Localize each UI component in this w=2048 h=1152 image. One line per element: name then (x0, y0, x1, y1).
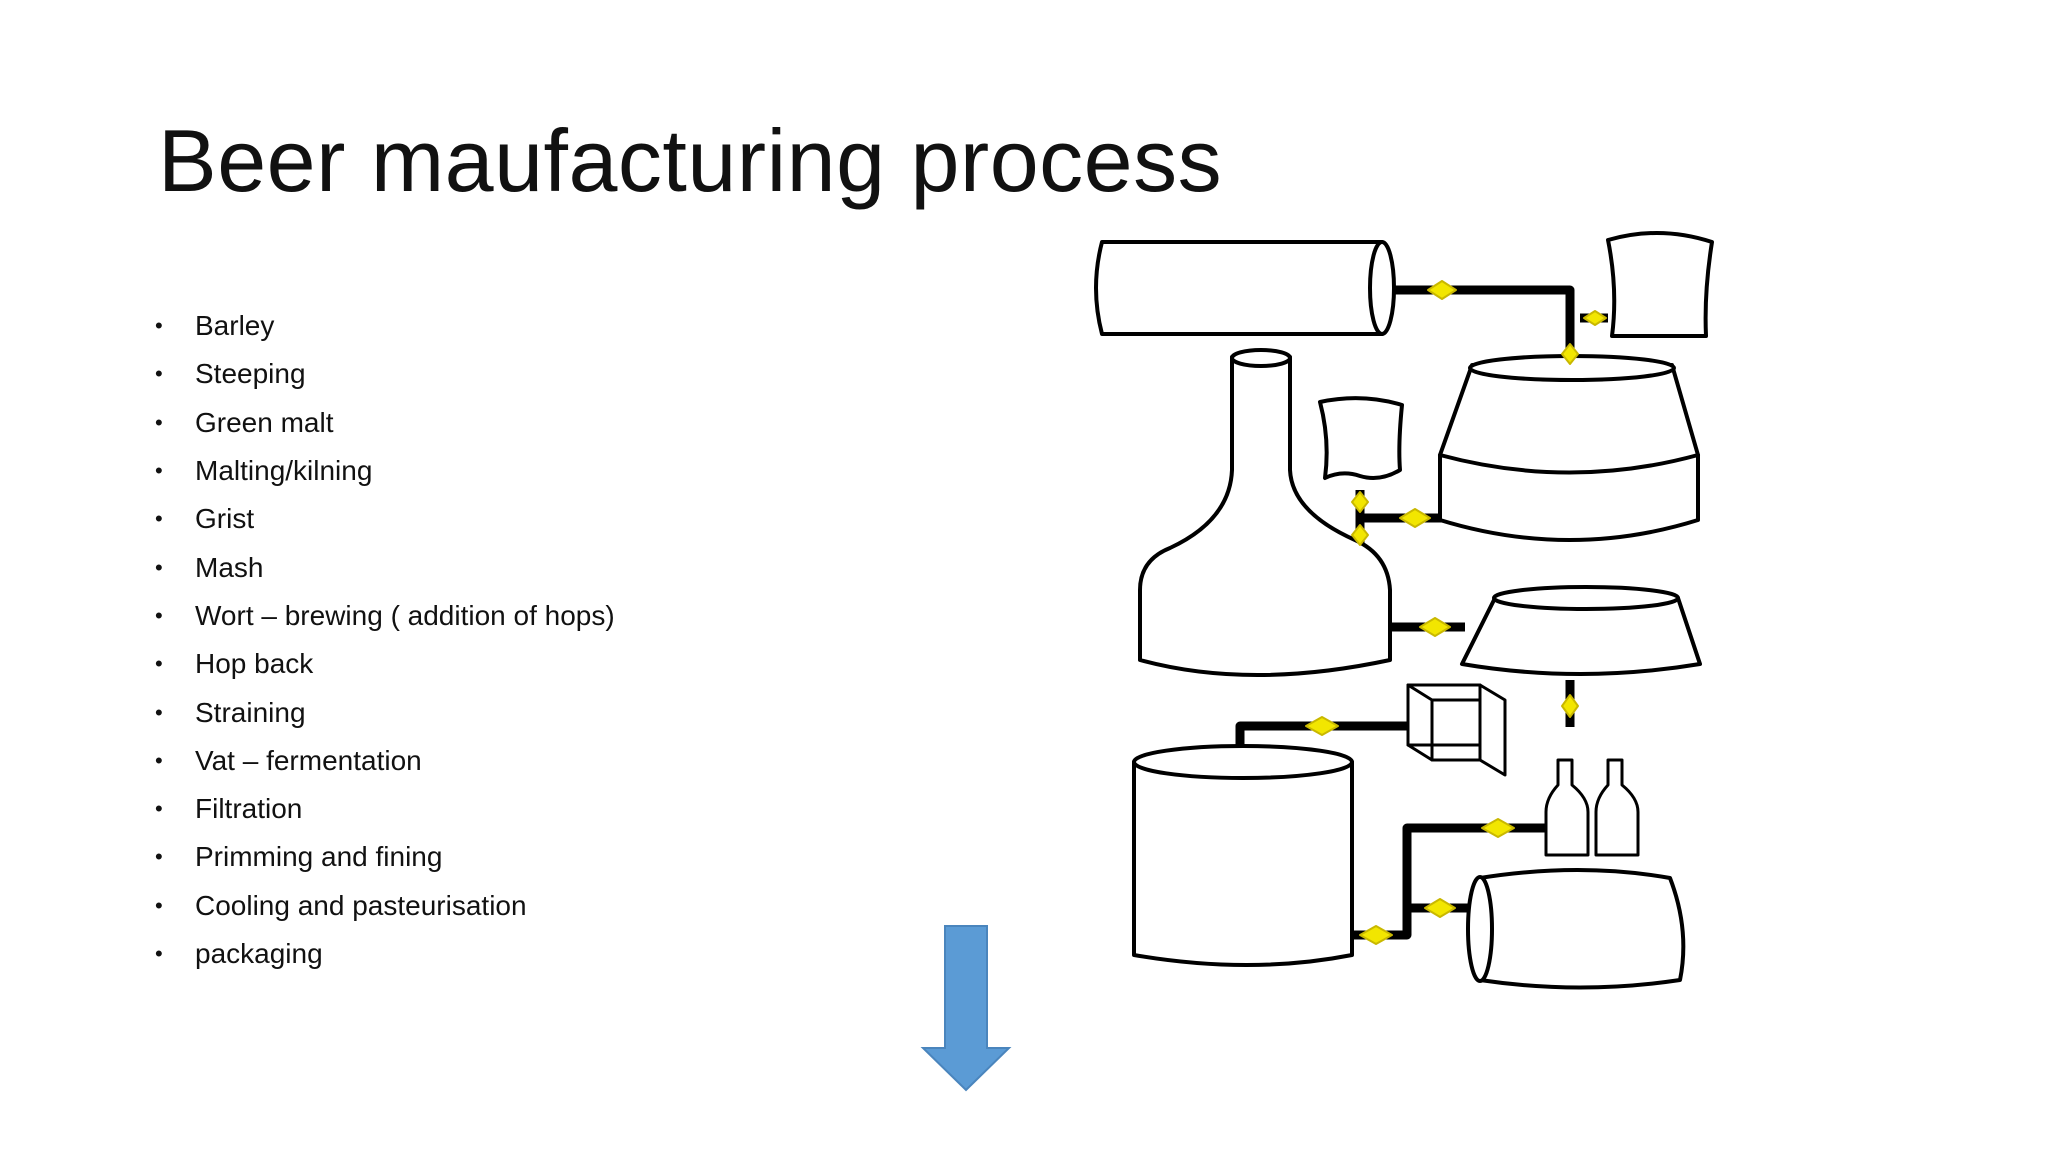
mash-tun (1438, 354, 1700, 542)
list-item-label: Barley (195, 310, 275, 342)
bullet-icon: • (155, 554, 163, 580)
bullet-icon: • (155, 361, 163, 387)
bullet-icon: • (155, 506, 163, 532)
list-item: • Steeping (155, 350, 615, 398)
brewery-process-diagram-icon (1094, 230, 1714, 990)
bullet-icon: • (155, 892, 163, 918)
list-item: • Primming and fining (155, 833, 615, 881)
hops-sack (1318, 396, 1404, 480)
bullet-icon: • (155, 313, 163, 339)
list-item-label: Grist (195, 503, 255, 535)
bullet-icon: • (155, 941, 163, 966)
bullet-list: • Barley • Steeping • Green malt • Malting/k… (155, 302, 615, 978)
list-item: • Wort – brewing ( addition of hops) (155, 592, 615, 640)
list-item-label: Filtration (195, 793, 303, 825)
flow-valves (1305, 280, 1607, 945)
brew-kettle (1138, 348, 1392, 677)
list-item-label: Vat – fermentation (195, 744, 422, 776)
list-item: • Filtration (155, 785, 615, 833)
bottles (1544, 758, 1640, 857)
list-item-label: Wort – brewing ( addition of hops) (195, 599, 615, 631)
list-item-label: Mash (195, 551, 264, 583)
list-item-label: Steeping (195, 358, 306, 390)
bullet-icon: • (155, 651, 163, 677)
list-item: • Vat – fermentation (155, 737, 615, 785)
hop-back (1460, 585, 1702, 676)
bullet-icon: • (155, 747, 163, 773)
list-item-label: Malting/kilning (195, 455, 373, 487)
steeping-cylinder (1094, 240, 1396, 336)
list-item: • Hop back (155, 640, 615, 688)
strainer (1406, 683, 1507, 777)
bullet-icon: • (155, 844, 163, 870)
slide-title: Beer maufacturing process (158, 111, 1223, 210)
bullet-icon: • (155, 796, 163, 822)
grain-sack (1606, 230, 1714, 338)
bullet-icon: • (155, 458, 163, 484)
list-item: • Straining (155, 688, 615, 736)
list-item: • Malting/kilning (155, 447, 615, 495)
list-item-label: Primming and fining (195, 841, 443, 873)
list-item-label: packaging (195, 938, 323, 969)
list-item: • packaging (155, 930, 615, 978)
list-item-label: Hop back (195, 648, 314, 680)
list-item: • Cooling and pasteurisation (155, 882, 615, 930)
list-item: • Green malt (155, 399, 615, 447)
fermentation-vat (1132, 744, 1354, 967)
list-item: • Grist (155, 495, 615, 543)
bullet-icon: • (155, 602, 163, 628)
list-item: • Mash (155, 543, 615, 591)
list-item: • Barley (155, 302, 615, 350)
list-item-label: Cooling and pasteurisation (195, 889, 527, 921)
bullet-icon: • (155, 699, 163, 725)
list-item-label: Green malt (195, 406, 334, 438)
down-arrow-icon (920, 925, 1012, 1092)
list-item-label: Straining (195, 696, 306, 728)
bullet-icon: • (155, 409, 163, 435)
cask (1466, 868, 1686, 990)
